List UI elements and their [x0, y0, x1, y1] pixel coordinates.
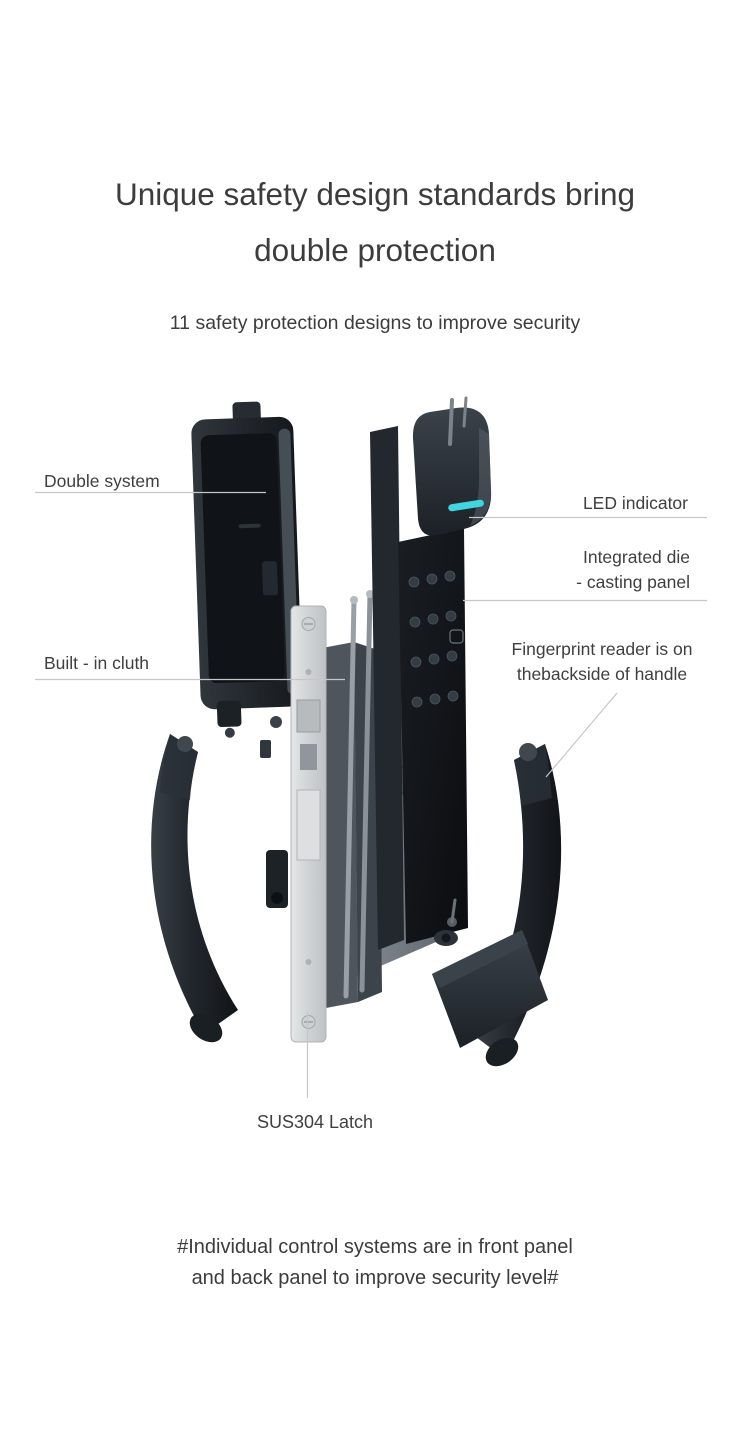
connecting-rods [343, 590, 374, 999]
page-title: Unique safety design standards bring dou… [0, 166, 750, 278]
fingerprint-line-1: Fingerprint reader is on [511, 639, 693, 659]
battery-cover-plate [432, 898, 548, 1048]
die-casting-line-1: Integrated die [582, 547, 690, 567]
callout-sus304-latch: SUS304 Latch [256, 1112, 374, 1132]
die-casting-line-2: - casting panel [576, 572, 690, 592]
footer-line-1: #Individual control systems are in front… [177, 1236, 573, 1258]
footer-note: #Individual control systems are in front… [0, 1232, 750, 1294]
page-subtitle: 11 safety protection designs to improve … [169, 312, 581, 334]
leader-lines [35, 491, 707, 1098]
title-line-2: double protection [254, 232, 496, 268]
left-handle [151, 734, 238, 1043]
callout-fingerprint-reader: Fingerprint reader is on thebackside of … [488, 637, 716, 687]
back-panel [191, 401, 303, 738]
keypad-dots [408, 570, 459, 708]
footer-line-2: and back panel to improve security level… [191, 1267, 559, 1289]
panel-logo-mark [449, 629, 464, 644]
callout-die-casting-panel: Integrated die - casting panel [576, 545, 690, 595]
callout-double-system: Double system [44, 471, 160, 491]
front-panel [370, 396, 492, 950]
clutch-parts [260, 716, 288, 908]
latch-faceplate [290, 605, 327, 1043]
callout-led-indicator: LED indicator [582, 493, 688, 513]
led-indicator-light [448, 499, 484, 512]
title-line-1: Unique safety design standards bring [114, 176, 636, 212]
callout-built-in-clutch: Built - in cluth [44, 653, 150, 673]
leader-fingerprint-reader [545, 692, 618, 778]
fingerprint-line-2: thebackside of handle [516, 664, 688, 684]
